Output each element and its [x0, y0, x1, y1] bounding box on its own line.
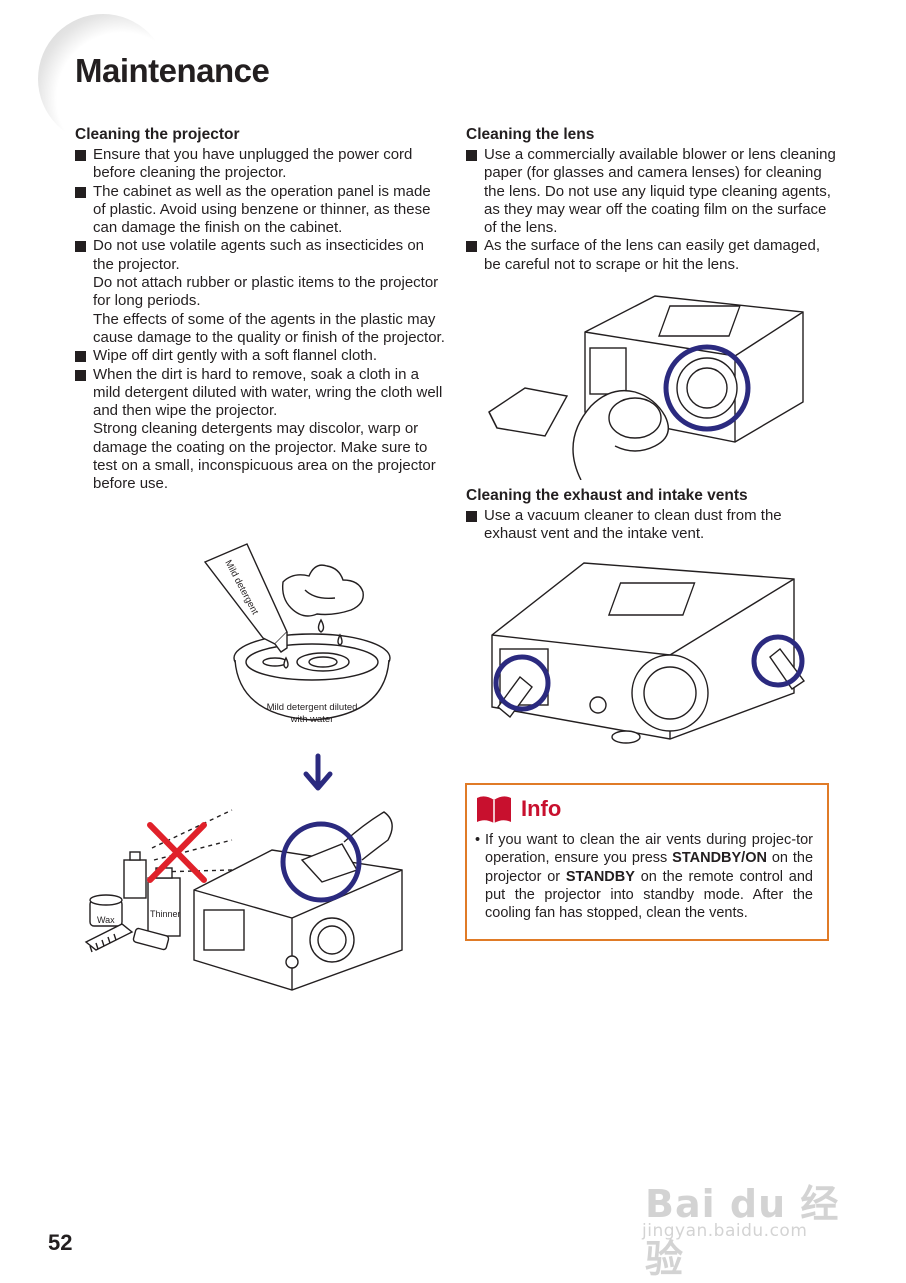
bullet-list: Ensure that you have unplugged the power…: [75, 146, 447, 494]
info-box: Info If you want to clean the air vents …: [465, 783, 829, 941]
standby-on-button-label: STANDBY/ON: [672, 850, 767, 867]
watermark-url: jingyan.baidu.com: [642, 1221, 808, 1241]
bullet-paragraph: The effects of some of the agents in the…: [93, 310, 445, 346]
section-cleaning-vents: Cleaning the exhaust and intake vents Us…: [466, 486, 838, 544]
bullet-paragraph: Use a commercially available blower or l…: [484, 146, 836, 237]
bullet-paragraph: Strong cleaning detergents may discolor,…: [93, 420, 436, 493]
info-title: Info: [521, 796, 562, 821]
section-heading: Cleaning the exhaust and intake vents: [466, 487, 748, 504]
bullet-item: As the surface of the lens can easily ge…: [466, 237, 838, 274]
bullet-paragraph: Wipe off dirt gently with a soft flannel…: [93, 347, 378, 365]
info-text-1: If you want to clean the air vents durin…: [485, 832, 813, 867]
page-title: Maintenance: [75, 52, 270, 89]
bullet-item: When the dirt is hard to remove, soak a …: [75, 366, 447, 494]
bullet-item: Use a vacuum cleaner to clean dust from …: [466, 507, 838, 544]
bullet-list: Use a commercially available blower or l…: [466, 146, 838, 274]
bullet-item: The cabinet as well as the operation pan…: [75, 183, 447, 238]
title-decoration: [38, 14, 168, 144]
wipe-projector-illustration: Wax Thinner: [84, 809, 403, 991]
bullet-paragraph: When the dirt is hard to remove, soak a …: [93, 365, 443, 420]
bullet-paragraph: Do not use volatile agents such as insec…: [93, 237, 425, 273]
bowl-label-line1: Mild detergent diluted: [267, 702, 358, 713]
detergent-illustration: Mild detergent Mild detergent diluted wi…: [203, 543, 391, 725]
bullet-paragraph: Do not attach rubber or plastic items to…: [93, 274, 439, 310]
watermark-brand: Bai du 经验: [645, 1182, 840, 1281]
section-cleaning-projector: Cleaning the projector Ensure that you h…: [75, 125, 447, 494]
bullet-paragraph: Use a vacuum cleaner to clean dust from …: [484, 507, 782, 543]
wax-label: Wax: [97, 915, 115, 925]
book-icon: [477, 796, 511, 823]
bullet-item: Do not use volatile agents such as insec…: [75, 237, 447, 347]
bullet-paragraph: As the surface of the lens can easily ge…: [484, 237, 821, 273]
bullet-item: Use a commercially available blower or l…: [466, 146, 838, 237]
watermark: Bai du 经验 jingyan.baidu.com: [640, 1145, 860, 1281]
bullet-item: Wipe off dirt gently with a soft flannel…: [75, 347, 447, 365]
section-heading: Cleaning the lens: [466, 126, 595, 143]
bullet-paragraph: Ensure that you have unplugged the power…: [93, 146, 413, 182]
section-heading: Cleaning the projector: [75, 126, 240, 143]
arrow-down-icon: [303, 753, 333, 791]
info-text: If you want to clean the air vents durin…: [475, 831, 813, 922]
bullet-paragraph: The cabinet as well as the operation pan…: [93, 182, 431, 237]
bullet-item: Ensure that you have unplugged the power…: [75, 146, 447, 183]
vents-cleaning-illustration: [491, 562, 806, 744]
bowl-label-line2: with water: [290, 714, 334, 725]
standby-button-label: STANDBY: [565, 868, 635, 885]
bullet-list: Use a vacuum cleaner to clean dust from …: [466, 507, 838, 544]
info-text-2: on the projector or: [485, 850, 814, 885]
thinner-label: Thinner: [150, 909, 181, 919]
info-header: Info: [475, 793, 813, 825]
section-cleaning-lens: Cleaning the lens Use a commercially ava…: [466, 125, 838, 274]
info-text-3: on the remote control and put the projec…: [485, 868, 813, 922]
lens-cleaning-illustration: [488, 295, 804, 480]
page-number: 52: [48, 1230, 73, 1255]
